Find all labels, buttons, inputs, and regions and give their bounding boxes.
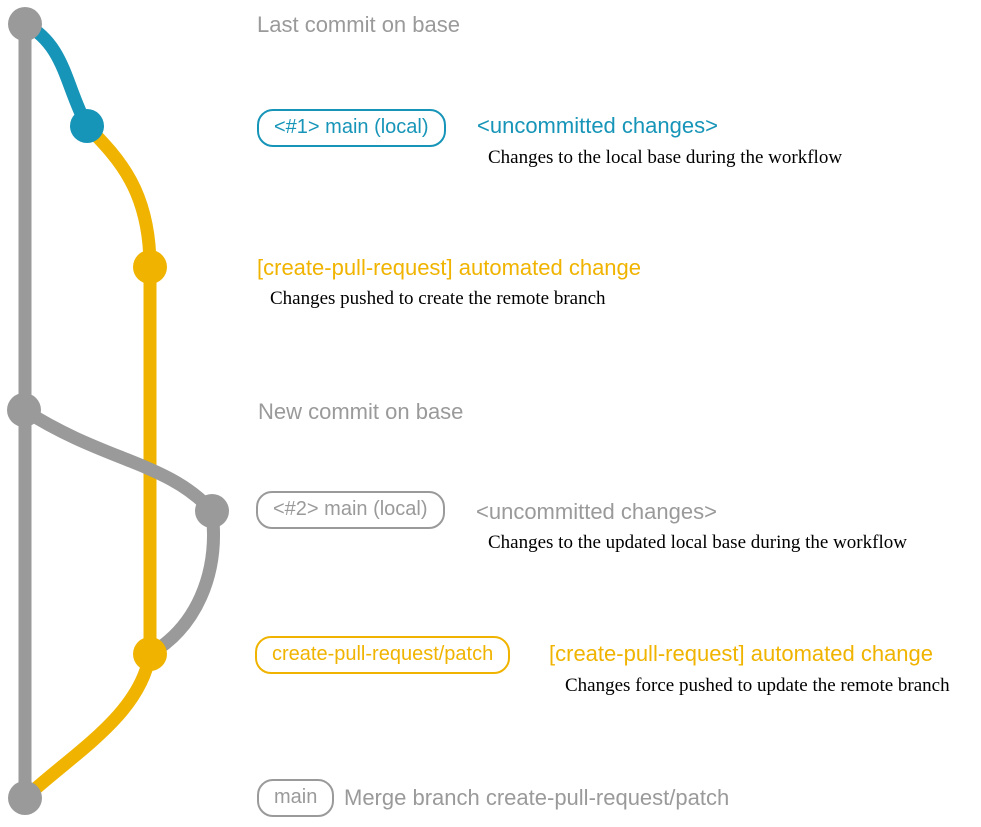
desc-uncommitted-changes-1: Changes to the local base during the wor… bbox=[488, 147, 843, 168]
label-new-commit-on-base: New commit on base bbox=[258, 399, 464, 424]
title-uncommitted-changes-2: <uncommitted changes> bbox=[476, 499, 717, 524]
commit-node-merge bbox=[8, 781, 42, 815]
edge-push-to-patch bbox=[80, 119, 157, 274]
desc-uncommitted-changes-2: Changes to the updated local base during… bbox=[488, 532, 907, 553]
label-last-commit-on-base: Last commit on base bbox=[257, 12, 460, 37]
edge-merge-patch-into-base bbox=[18, 647, 157, 805]
commit-node-new-base bbox=[7, 393, 41, 427]
label-merge-branch: Merge branch create-pull-request/patch bbox=[344, 785, 730, 810]
desc-automated-change-2: Changes force pushed to update the remot… bbox=[565, 675, 950, 696]
branch-badge-create-pull-request-patch: create-pull-request/patch bbox=[255, 636, 511, 674]
commit-node-last-base bbox=[8, 7, 42, 41]
commit-node-uncommitted-2 bbox=[195, 494, 229, 528]
branch-badge-main: main bbox=[257, 779, 335, 817]
edge-force-push-to-patch bbox=[143, 504, 220, 661]
edge-updated-local-branch bbox=[17, 403, 219, 518]
commit-node-uncommitted-1 bbox=[70, 109, 104, 143]
branch-badge-main-local-1: <#1> main (local) bbox=[257, 109, 446, 147]
branch-badge-main-local-2: <#2> main (local) bbox=[256, 491, 445, 529]
commit-node-patch-2 bbox=[133, 637, 167, 671]
title-uncommitted-changes-1: <uncommitted changes> bbox=[477, 113, 718, 138]
edge-local-uncommitted-1 bbox=[18, 17, 94, 133]
title-automated-change-1: [create-pull-request] automated change bbox=[257, 255, 642, 280]
title-automated-change-2: [create-pull-request] automated change bbox=[549, 641, 934, 666]
commit-node-patch-1 bbox=[133, 250, 167, 284]
desc-automated-change-1: Changes pushed to create the remote bran… bbox=[270, 288, 606, 309]
